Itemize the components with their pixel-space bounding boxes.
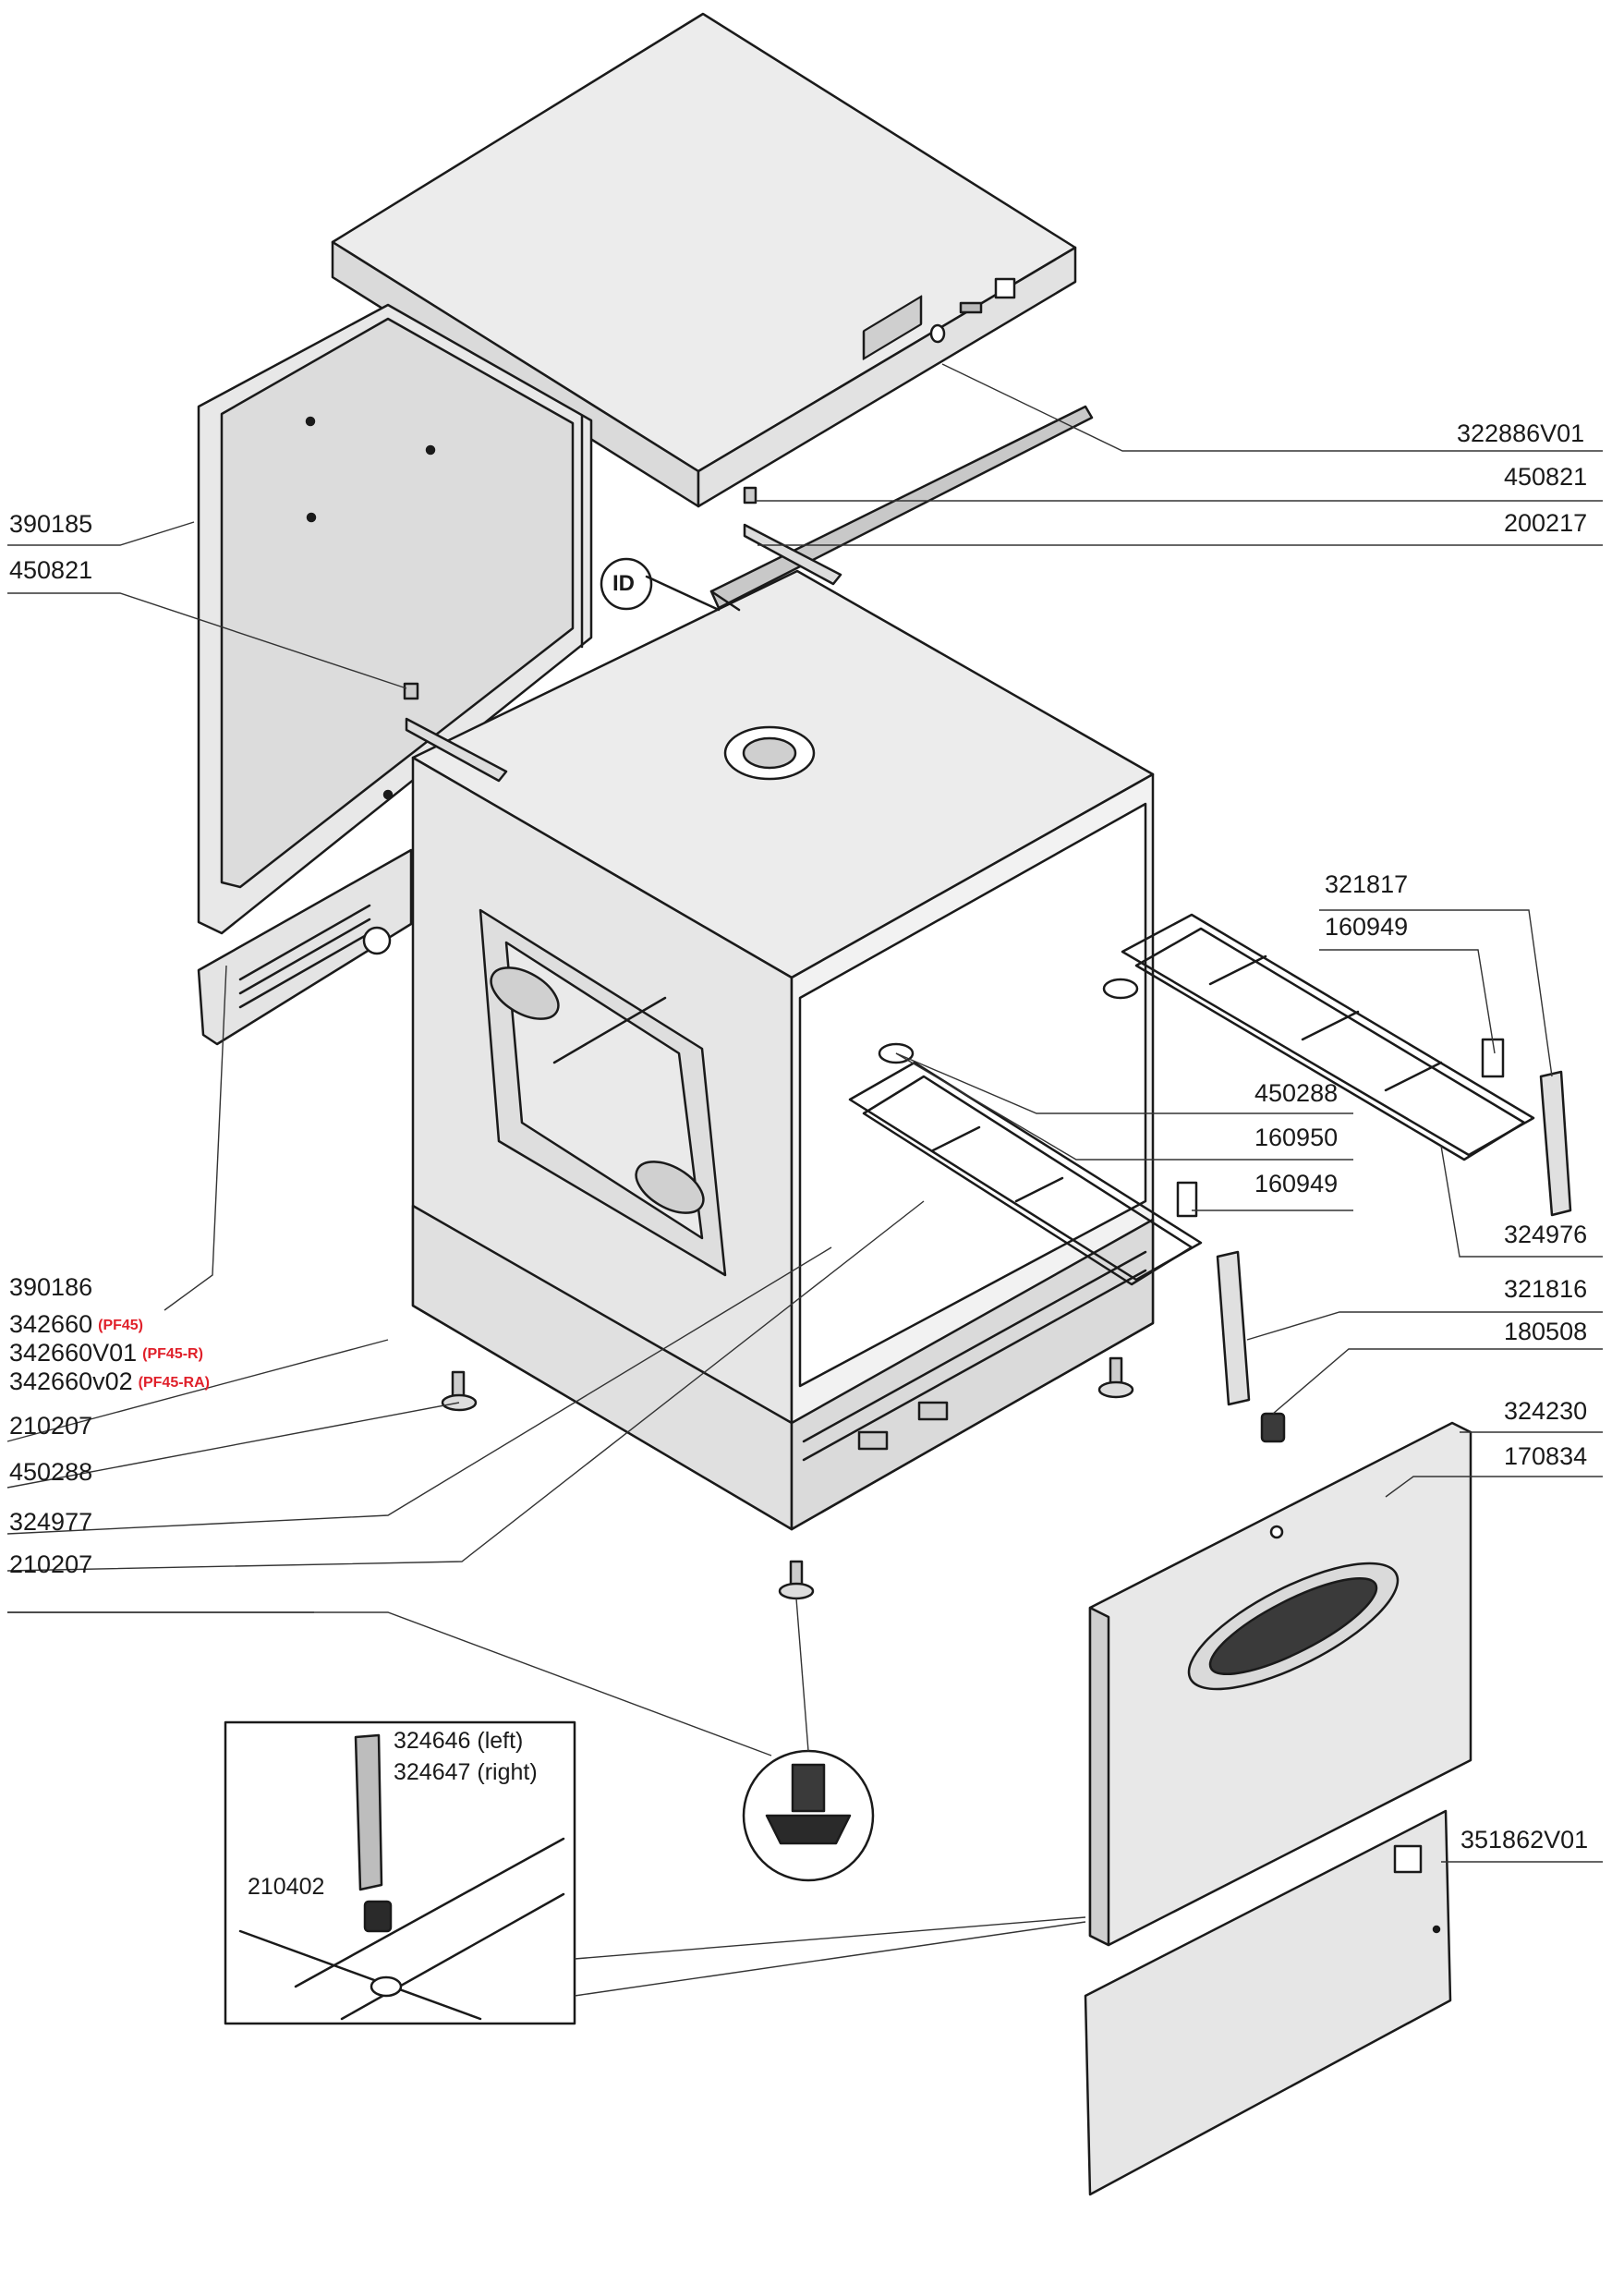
machine-body	[411, 569, 1155, 1531]
right-knob	[1102, 978, 1139, 1000]
label-342660v02-number: 342660v02	[9, 1367, 133, 1395]
label-210207-b: 210207	[9, 1550, 93, 1578]
left-side-panel	[197, 303, 593, 935]
leader-lines	[6, 363, 1603, 1997]
label-390185: 390185	[9, 510, 93, 538]
label-321817: 321817	[1325, 870, 1409, 898]
variant-pf45ra: (PF45-RA)	[138, 1374, 210, 1391]
label-450821-right: 450821	[1504, 463, 1588, 491]
left-rack-guide	[848, 1061, 1251, 1406]
label-342660V01: 342660V01(PF45-R)	[9, 1341, 203, 1366]
front-kick-panel	[1084, 1809, 1452, 2196]
variant-pf45: (PF45)	[98, 1317, 144, 1333]
top-cover	[331, 12, 1077, 508]
label-450821-left: 450821	[9, 556, 93, 584]
label-321816: 321816	[1504, 1275, 1588, 1303]
right-bracket	[743, 486, 842, 586]
label-324230: 324230	[1504, 1397, 1588, 1425]
door-panel	[1088, 1421, 1473, 1947]
label-170834: 170834	[1504, 1442, 1588, 1470]
left-bracket	[403, 682, 508, 783]
label-324977: 324977	[9, 1508, 93, 1536]
label-200217: 200217	[1504, 509, 1588, 537]
id-badge-text: ID	[612, 571, 635, 596]
label-342660-number: 342660	[9, 1310, 93, 1338]
label-160949-b: 160949	[1254, 1170, 1339, 1197]
label-210207-a: 210207	[9, 1412, 93, 1440]
bottom-foot	[778, 1560, 815, 1600]
label-390186: 390186	[9, 1273, 93, 1301]
right-rack-guide	[1121, 913, 1572, 1217]
label-342660v02: 342660v02 (PF45-RA)	[9, 1369, 210, 1394]
label-180508: 180508	[1504, 1318, 1588, 1345]
label-450288-left: 450288	[9, 1458, 93, 1486]
hinge-inset	[224, 1720, 576, 2025]
label-342660: 342660 (PF45)	[9, 1312, 143, 1337]
variant-pf45r: (PF45-R)	[142, 1345, 203, 1362]
label-324646: 324646 (left)	[394, 1728, 524, 1754]
label-160950: 160950	[1254, 1124, 1339, 1151]
label-324976: 324976	[1504, 1221, 1588, 1248]
adjustable-foot-icon	[742, 1749, 875, 1882]
label-342660V01-number: 342660V01	[9, 1339, 138, 1367]
door-cap	[1260, 1412, 1286, 1443]
label-351862V01: 351862V01	[1460, 1826, 1589, 1854]
left-kick-plate	[197, 848, 413, 1046]
id-badge-icon	[600, 557, 721, 612]
label-324647: 324647 (right)	[394, 1759, 538, 1785]
right-foot	[1097, 1356, 1134, 1399]
label-450288-right: 450288	[1254, 1079, 1339, 1107]
label-210402: 210402	[248, 1874, 325, 1900]
label-160949-a: 160949	[1325, 913, 1409, 941]
label-322886V01: 322886V01	[1457, 419, 1585, 447]
